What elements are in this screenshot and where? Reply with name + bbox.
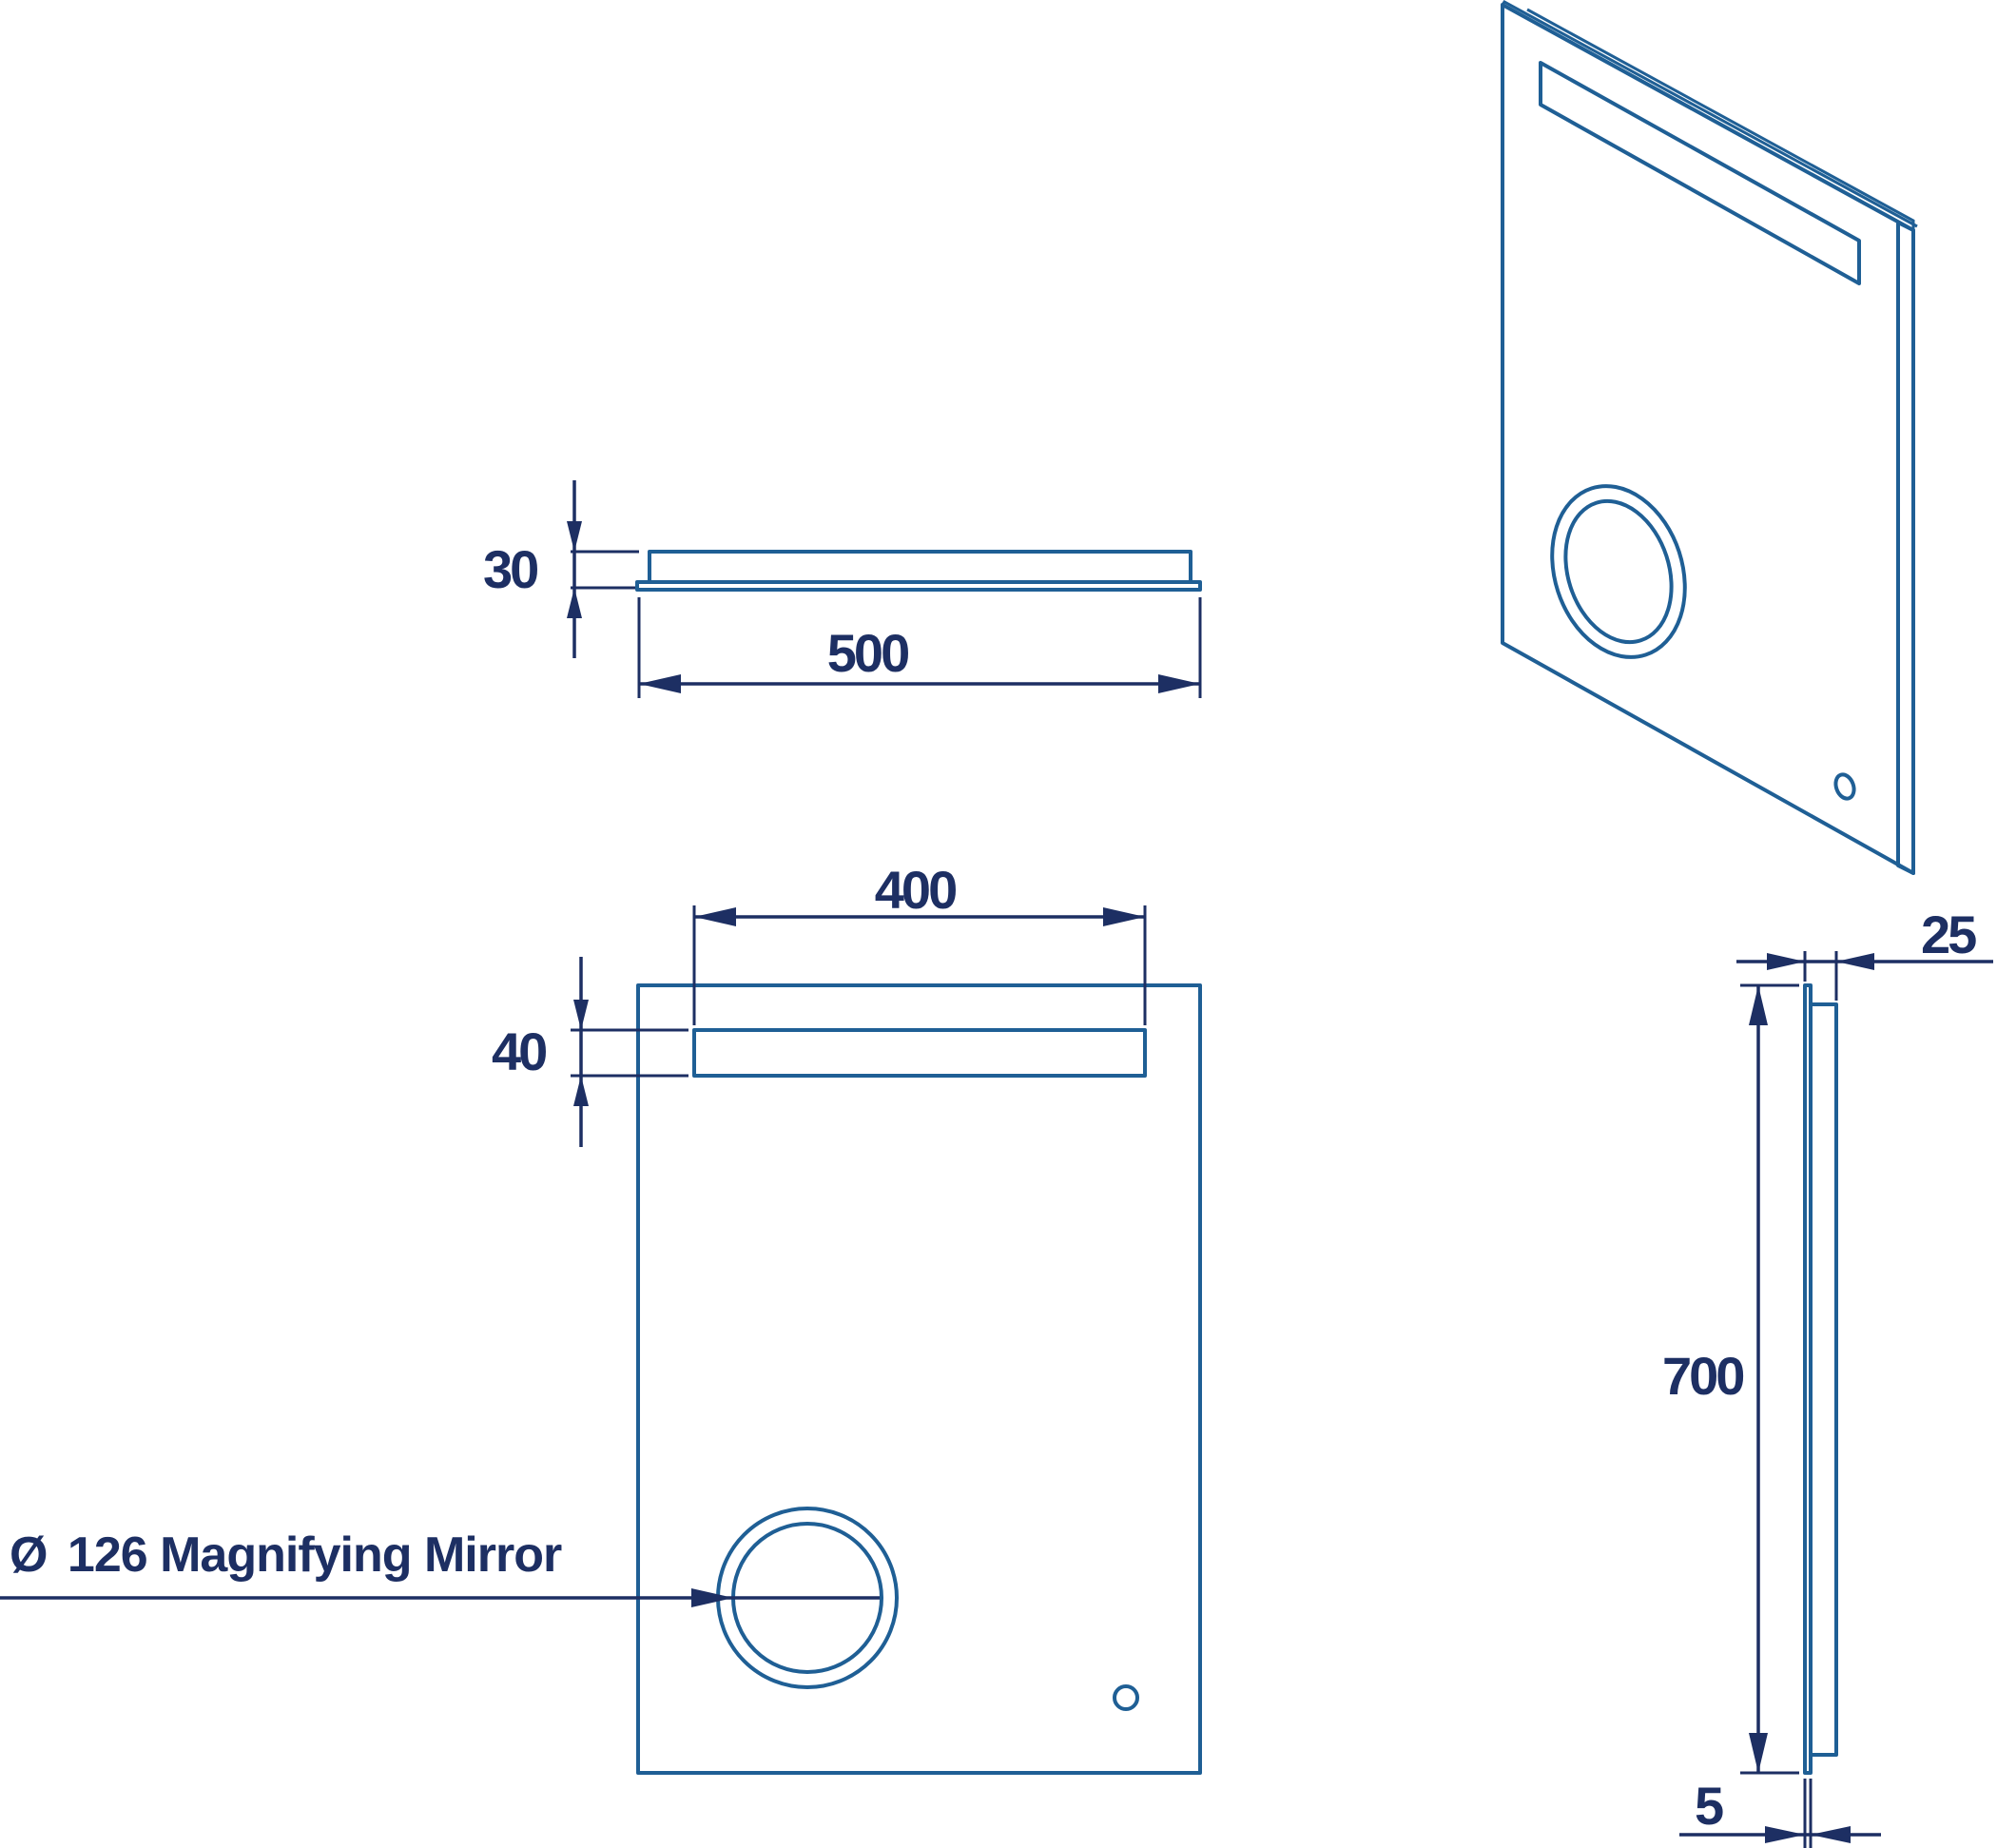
- isometric-body-edge: [1526, 8, 1915, 230]
- isometric-body-side: [1896, 221, 1915, 875]
- isometric-magnifier-outer-ring: [1550, 484, 1687, 659]
- isometric-touch-sensor-icon: [1833, 772, 1856, 801]
- side-view-height-arrow-bottom: [1749, 1733, 1768, 1773]
- top-view-depth-arrow-bottom: [567, 588, 582, 618]
- top-view-width-label: 500: [827, 623, 908, 683]
- side-view-height-label: 700: [1662, 1346, 1743, 1406]
- mirror-panel: [636, 983, 1202, 1775]
- isometric-view: [1501, 0, 1918, 875]
- light-strip-height-arrow-top: [573, 1000, 589, 1030]
- light-strip-height-label: 40: [492, 1021, 546, 1081]
- side-view-depth-arrow-right: [1836, 953, 1874, 970]
- isometric-magnifier-inner-ring: [1563, 498, 1674, 645]
- top-view-width-arrow-left: [639, 674, 681, 693]
- side-view-body: [1809, 1002, 1838, 1757]
- light-strip-width-arrow-right: [1103, 907, 1145, 926]
- top-view-width-arrow-right: [1158, 674, 1200, 693]
- side-view-height-arrow-top: [1749, 985, 1768, 1025]
- magnifier-callout-text: 126 Magnifying Mirror: [68, 1527, 562, 1583]
- top-view-glass-outline: [635, 580, 1202, 592]
- top-view-body-outline: [648, 550, 1192, 582]
- magnifier-callout-label: Ø 126 Magnifying Mirror: [10, 1527, 562, 1583]
- top-view-depth-arrow-top: [567, 521, 582, 552]
- isometric-glass-top-edge: [1501, 0, 1918, 228]
- top-view: 30 500: [483, 480, 1202, 698]
- top-view-depth-label: 30: [483, 539, 537, 599]
- side-view-depth-label: 25: [1921, 905, 1976, 964]
- isometric-mirror-face: [1501, 3, 1915, 875]
- diameter-symbol: Ø: [10, 1527, 47, 1583]
- side-view-depth-arrow-left: [1767, 953, 1805, 970]
- magnifier-leader-arrow: [691, 1588, 733, 1607]
- light-strip-width-label: 400: [875, 860, 956, 920]
- isometric-light-strip: [1539, 61, 1861, 285]
- light-strip-width-arrow-left: [694, 907, 736, 926]
- glass-thickness-arrow-right: [1811, 1826, 1851, 1843]
- side-view: 25 700 5: [1662, 905, 1993, 1848]
- glass-thickness-label: 5: [1695, 1776, 1723, 1836]
- touch-sensor-icon: [1113, 1684, 1139, 1711]
- light-strip: [692, 1028, 1147, 1078]
- front-view: 400 40 Ø 126 Magnifying Mirror: [0, 860, 1202, 1775]
- light-strip-height-arrow-bottom: [573, 1076, 589, 1106]
- glass-thickness-arrow-left: [1765, 1826, 1805, 1843]
